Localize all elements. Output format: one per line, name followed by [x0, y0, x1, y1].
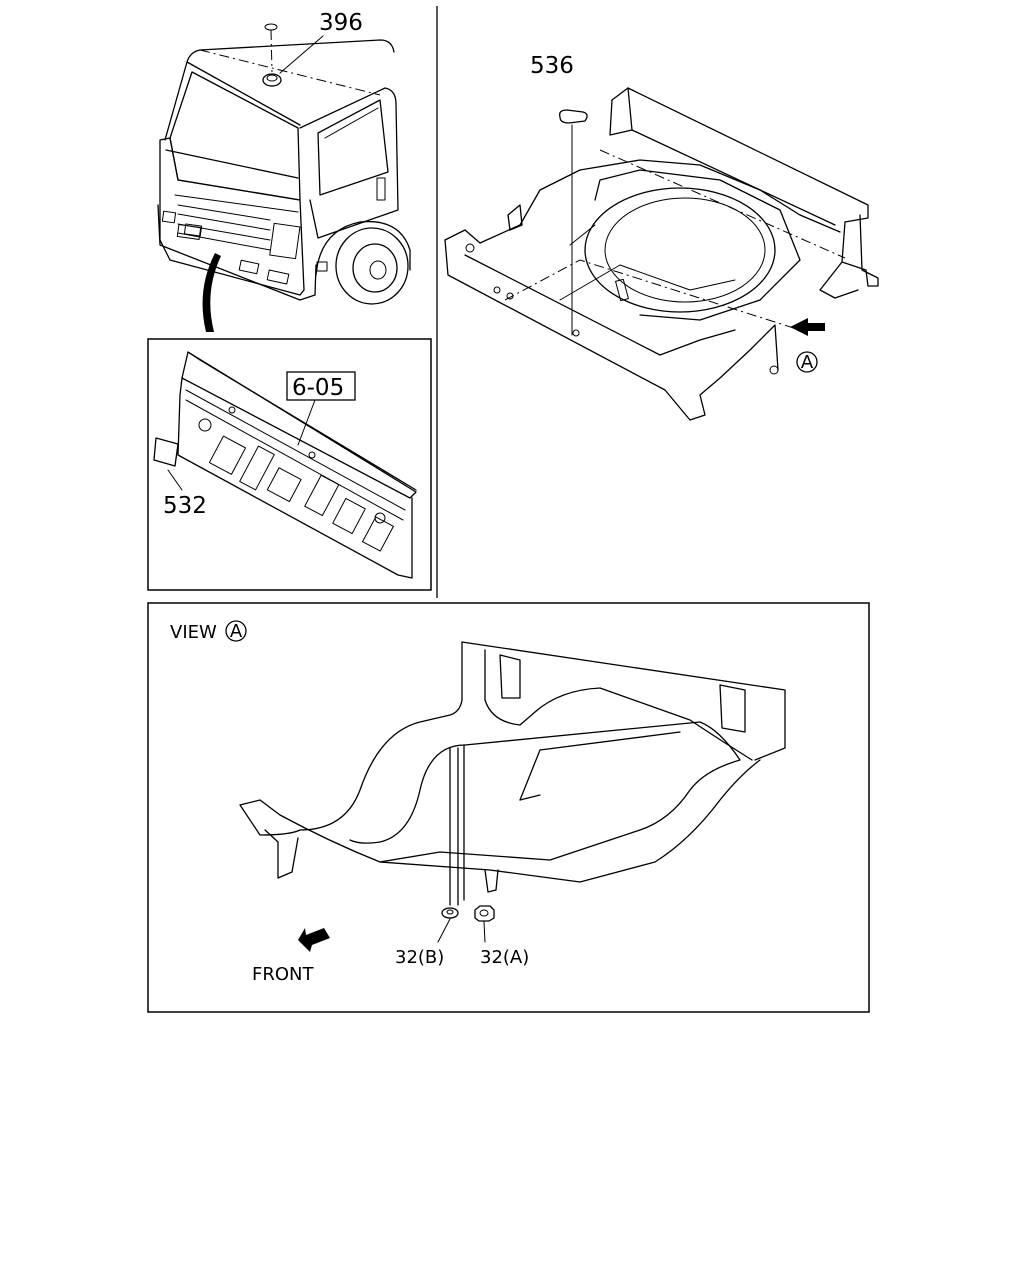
ref-box-6-05: [286, 371, 356, 401]
label-6-05: 6-05: [292, 375, 344, 401]
inset-dash-panel-box: [147, 338, 432, 591]
svg-text:A: A: [230, 621, 243, 642]
floor-panel-illustration: [444, 87, 879, 421]
truck-cab-illustration: [157, 23, 411, 332]
view-a-box: [147, 602, 870, 1013]
view-title: VIEW: [170, 622, 217, 643]
view-a-illustration: [239, 641, 786, 952]
circled-a-marker: A: [796, 351, 818, 373]
label-536: 536: [530, 53, 574, 79]
label-396: 396: [319, 10, 363, 36]
view-title-marker: A: [225, 620, 247, 642]
label-32b: 32(B): [395, 947, 444, 968]
front-label: FRONT: [252, 964, 314, 985]
label-32a: 32(A): [480, 947, 529, 968]
label-532: 532: [163, 493, 207, 519]
svg-text:A: A: [801, 352, 814, 373]
dash-panel-illustration: [153, 351, 417, 579]
